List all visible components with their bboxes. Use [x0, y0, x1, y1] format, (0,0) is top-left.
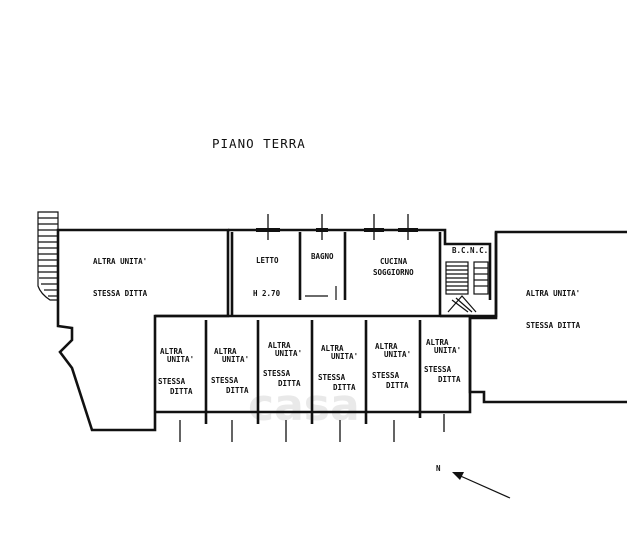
north-label: N — [436, 464, 441, 473]
svg-text:DITTA: DITTA — [278, 379, 301, 388]
garage-3-label: ALTRA UNITA' STESSA DITTA — [263, 341, 302, 388]
wall-right-unit — [468, 232, 627, 404]
svg-text:DITTA: DITTA — [226, 386, 249, 395]
svg-text:DITTA: DITTA — [438, 375, 461, 384]
garage-door-marks — [179, 414, 445, 442]
wall-left-unit — [56, 228, 230, 432]
svg-text:UNITA': UNITA' — [222, 355, 249, 364]
svg-text:UNITA': UNITA' — [167, 355, 194, 364]
garage-6-label: ALTRA UNITA' STESSA DITTA — [424, 338, 461, 384]
bcnc-stair — [445, 261, 489, 313]
svg-text:ALTRA: ALTRA — [214, 347, 237, 356]
left-unit-label-line1: ALTRA UNITA' — [93, 257, 147, 266]
north-arrow-icon: N — [436, 464, 511, 499]
svg-text:DITTA: DITTA — [333, 383, 356, 392]
left-unit-label-line2: STESSA DITTA — [93, 289, 148, 298]
garage-1-label: ALTRA UNITA' STESSA DITTA — [158, 347, 194, 396]
svg-text:UNITA': UNITA' — [275, 349, 302, 358]
svg-text:STESSA: STESSA — [318, 373, 346, 382]
cucina-label-line2: SOGGIORNO — [373, 268, 414, 277]
svg-text:ALTRA: ALTRA — [426, 338, 449, 347]
garage-5-label: ALTRA UNITA' STESSA DITTA — [372, 342, 411, 390]
svg-text:STESSA: STESSA — [211, 376, 239, 385]
bcnc-label: B.C.N.C. — [452, 246, 488, 255]
plan-title: PIANO TERRA — [212, 136, 306, 151]
svg-text:DITTA: DITTA — [386, 381, 409, 390]
garage-2-label: ALTRA UNITA' STESSA DITTA — [211, 347, 249, 395]
svg-text:STESSA: STESSA — [263, 369, 291, 378]
svg-text:UNITA': UNITA' — [331, 352, 358, 361]
svg-text:STESSA: STESSA — [372, 371, 400, 380]
garage-4-label: ALTRA UNITA' STESSA DITTA — [318, 344, 358, 392]
svg-text:ALTRA: ALTRA — [321, 344, 344, 353]
cucina-label-line1: CUCINA — [380, 257, 408, 266]
right-unit-label-line1: ALTRA UNITA' — [526, 289, 580, 298]
letto-label: LETTO — [256, 256, 279, 265]
svg-text:STESSA: STESSA — [424, 365, 452, 374]
window-marks-top — [256, 214, 418, 240]
svg-text:DITTA: DITTA — [170, 387, 193, 396]
svg-text:UNITA': UNITA' — [434, 346, 461, 355]
svg-text:ALTRA: ALTRA — [375, 342, 398, 351]
exterior-stair-left — [37, 211, 59, 301]
right-unit-label-line2: STESSA DITTA — [526, 321, 581, 330]
svg-text:ALTRA: ALTRA — [160, 347, 183, 356]
watermark: casa — [248, 380, 360, 431]
letto-height-label: H 2.70 — [253, 289, 281, 298]
svg-text:UNITA': UNITA' — [384, 350, 411, 359]
bagno-label: BAGNO — [311, 252, 334, 261]
svg-text:STESSA: STESSA — [158, 377, 186, 386]
svg-text:ALTRA: ALTRA — [268, 341, 291, 350]
